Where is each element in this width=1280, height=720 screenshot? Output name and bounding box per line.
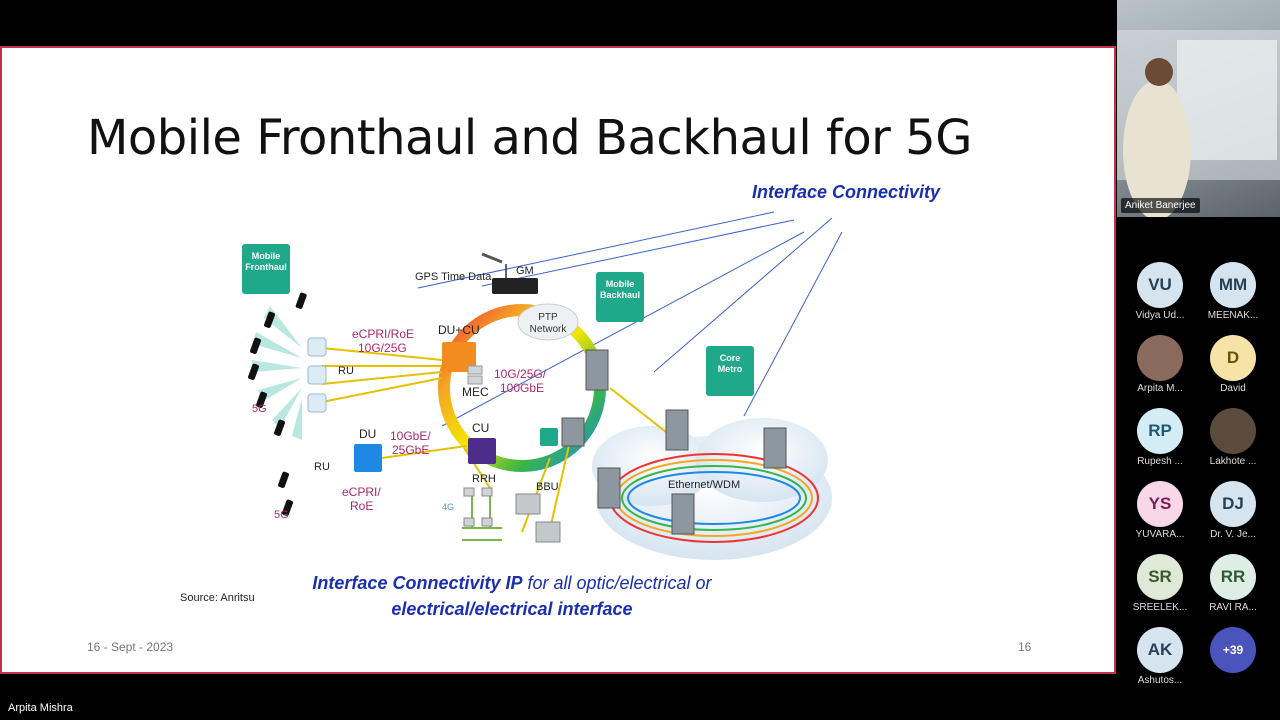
avatar: YS bbox=[1137, 481, 1183, 527]
svg-text:Mobile: Mobile bbox=[606, 279, 635, 289]
participant-name: Lakhote ... bbox=[1209, 456, 1257, 467]
avatar: AK bbox=[1137, 627, 1183, 673]
avatar: D bbox=[1210, 335, 1256, 381]
interface-arrows bbox=[417, 211, 843, 427]
4g-label: 4G bbox=[442, 502, 454, 512]
mec-label: MEC bbox=[462, 385, 489, 399]
avatar bbox=[1210, 408, 1256, 454]
participant-name: Dr. V. Je... bbox=[1210, 529, 1256, 540]
avatar: VU bbox=[1137, 262, 1183, 308]
presenter-video[interactable]: Aniket Banerjee bbox=[1117, 0, 1280, 217]
ru-bottom-label: RU bbox=[314, 461, 330, 473]
core-metro-tag: Core Metro bbox=[706, 346, 754, 396]
slide-number: 16 bbox=[1018, 640, 1032, 654]
interface-heading: Interface Connectivity bbox=[752, 182, 941, 202]
du-switch bbox=[354, 444, 382, 472]
participant-name: RAVI RA... bbox=[1209, 602, 1257, 613]
participant-tile[interactable]: SR SREELEK... bbox=[1123, 554, 1197, 618]
caption-line-2: electrical/electrical interface bbox=[391, 599, 633, 619]
source-label: Source: Anritsu bbox=[180, 592, 255, 604]
avatar: +39 bbox=[1210, 627, 1256, 673]
du-cu-label: DU+CU bbox=[438, 323, 480, 337]
ring-speed-label: 10G/25G/ bbox=[494, 367, 547, 381]
phones bbox=[248, 292, 307, 516]
gps-time-label: GPS Time Data bbox=[415, 271, 492, 283]
participant-tile[interactable]: MM MEENAK... bbox=[1196, 262, 1270, 326]
participant-name: Rupesh ... bbox=[1137, 456, 1183, 467]
svg-text:Core: Core bbox=[720, 353, 741, 363]
ptp-cloud: PTP Network bbox=[517, 303, 579, 341]
radio-beams bbox=[252, 306, 302, 440]
5g-bottom-label: 5G bbox=[274, 509, 289, 521]
ring-buildings bbox=[561, 349, 787, 535]
svg-text:10G/25G: 10G/25G bbox=[358, 341, 407, 355]
mec-server bbox=[467, 365, 483, 385]
cu-switch bbox=[468, 438, 496, 464]
more-participants-button[interactable]: +39 bbox=[1196, 627, 1270, 691]
cu-label: CU bbox=[472, 421, 489, 435]
participant-tile[interactable]: YS YUVARA... bbox=[1123, 481, 1197, 545]
participant-name: Arpita M... bbox=[1137, 383, 1183, 394]
mobile-fronthaul-tag: Mobile Fronthaul bbox=[242, 244, 290, 294]
rrh-links bbox=[462, 494, 502, 541]
gm-device bbox=[481, 252, 538, 294]
caption-bold: Interface Connectivity IP bbox=[312, 573, 523, 593]
avatar bbox=[1137, 335, 1183, 381]
svg-text:Backhaul: Backhaul bbox=[600, 290, 640, 300]
svg-text:Network: Network bbox=[530, 324, 568, 335]
avatar: MM bbox=[1210, 262, 1256, 308]
bbu-label: BBU bbox=[536, 481, 559, 493]
svg-text:PTP: PTP bbox=[538, 312, 558, 323]
ethernet-wdm-label: Ethernet/WDM bbox=[668, 479, 740, 491]
du-cu-switch bbox=[442, 342, 476, 372]
gm-label: GM bbox=[516, 265, 534, 277]
local-user-label: Arpita Mishra bbox=[8, 702, 73, 714]
rrh-boxes bbox=[463, 487, 493, 527]
participant-tile[interactable]: VU Vidya Ud... bbox=[1123, 262, 1197, 326]
svg-text:100GbE: 100GbE bbox=[500, 381, 544, 395]
avatar: RR bbox=[1210, 554, 1256, 600]
participant-name: YUVARA... bbox=[1135, 529, 1185, 540]
participant-name: MEENAK... bbox=[1207, 310, 1259, 321]
avatar: RP bbox=[1137, 408, 1183, 454]
cpri-bottom-label: eCPRI/ bbox=[342, 485, 381, 499]
participant-tile[interactable]: DJ Dr. V. Je... bbox=[1196, 481, 1270, 545]
svg-text:Mobile: Mobile bbox=[252, 251, 281, 261]
participant-tile[interactable]: AK Ashutos... bbox=[1123, 627, 1197, 691]
slide-title: Mobile Fronthaul and Backhaul for 5G bbox=[87, 110, 972, 166]
participant-tile[interactable]: RP Rupesh ... bbox=[1123, 408, 1197, 472]
participant-tile[interactable]: RR RAVI RA... bbox=[1196, 554, 1270, 618]
participant-tile[interactable]: Lakhote ... bbox=[1196, 408, 1270, 472]
participant-name: Ashutos... bbox=[1137, 675, 1183, 686]
bbu-boxes bbox=[515, 493, 561, 543]
du-link-label: 10GbE/ bbox=[390, 429, 431, 443]
caption-rest: for all optic/electrical or bbox=[522, 573, 712, 593]
ru-top-label: RU bbox=[338, 365, 354, 377]
shared-slide: Mobile Fronthaul Mobile Backhaul Core Me… bbox=[0, 46, 1116, 674]
svg-text:25GbE: 25GbE bbox=[392, 443, 429, 457]
participant-name: Vidya Ud... bbox=[1135, 310, 1185, 321]
5g-top-label: 5G bbox=[252, 403, 267, 415]
participant-name: David bbox=[1220, 383, 1246, 394]
network-diagram: Mobile Fronthaul Mobile Backhaul Core Me… bbox=[242, 211, 843, 560]
participant-name: SREELEK... bbox=[1132, 602, 1188, 613]
svg-text:Metro: Metro bbox=[718, 364, 743, 374]
rrh-label: RRH bbox=[472, 473, 496, 485]
mobile-backhaul-tag: Mobile Backhaul bbox=[596, 272, 644, 322]
participant-tile[interactable]: D David bbox=[1196, 335, 1270, 399]
ring-switch bbox=[540, 428, 558, 446]
du-label: DU bbox=[359, 427, 376, 441]
presenter-name: Aniket Banerjee bbox=[1121, 198, 1200, 213]
ru-boxes bbox=[307, 337, 327, 413]
cpri-label: eCPRI/RoE bbox=[352, 327, 414, 341]
core-metro-cloud bbox=[592, 418, 832, 560]
svg-text:Fronthaul: Fronthaul bbox=[245, 262, 287, 272]
participant-tile[interactable]: Arpita M... bbox=[1123, 335, 1197, 399]
avatar: DJ bbox=[1210, 481, 1256, 527]
svg-text:RoE: RoE bbox=[350, 499, 373, 513]
avatar: SR bbox=[1137, 554, 1183, 600]
slide-caption: Interface Connectivity IP for all optic/… bbox=[262, 570, 762, 622]
slide-date: 16 - Sept - 2023 bbox=[87, 640, 174, 654]
presenter-figure bbox=[1117, 30, 1280, 217]
